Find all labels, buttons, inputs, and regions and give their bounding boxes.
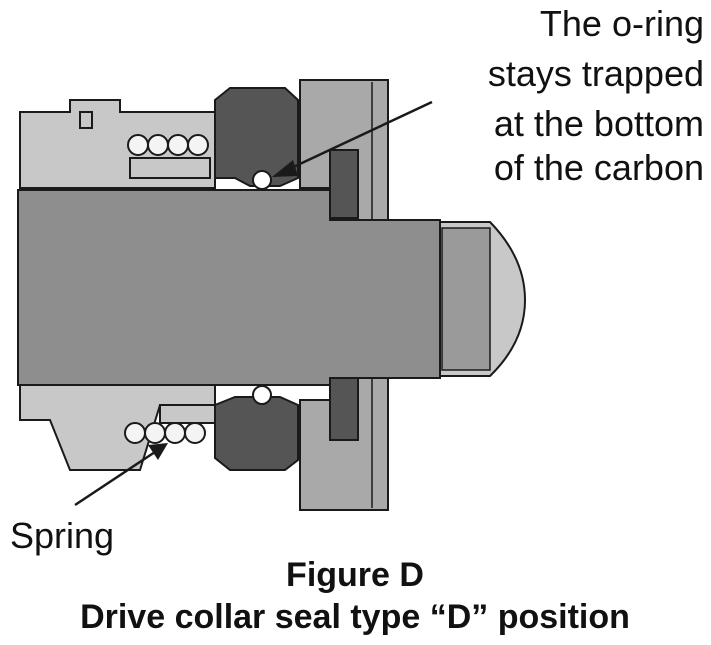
seat-upper — [329, 149, 359, 219]
spring-callout-line — [74, 450, 156, 507]
oring-callout-line-2: stays trapped — [488, 53, 704, 94]
shaft-end-flat — [441, 227, 491, 371]
spring-retainer-lower — [159, 404, 216, 424]
oring-callout-line-1: The o-ring — [540, 3, 704, 44]
seat-lower — [329, 374, 359, 441]
oring-callout-arrowhead — [272, 160, 298, 177]
spring-callout-label: Spring — [10, 515, 114, 556]
set-screw — [79, 111, 93, 129]
spring-upper — [127, 134, 209, 156]
oring-lower — [252, 385, 272, 405]
spring-lower — [124, 422, 206, 444]
oring-callout-line-3: at the bottom — [494, 103, 704, 144]
carbon-lower — [214, 396, 299, 471]
drive-collar-lower — [19, 384, 216, 471]
oring-callout-line — [286, 100, 433, 172]
oring-callout-line-4: of the carbon — [494, 147, 704, 188]
shaft — [17, 189, 441, 386]
oring-upper — [252, 170, 272, 190]
figure-subtitle: Drive collar seal type “D” position — [80, 598, 630, 636]
figure-title: Figure D — [286, 556, 424, 594]
carbon-upper — [214, 87, 299, 187]
spring-callout-arrowhead — [148, 443, 168, 460]
spring-retainer-upper — [129, 157, 211, 179]
